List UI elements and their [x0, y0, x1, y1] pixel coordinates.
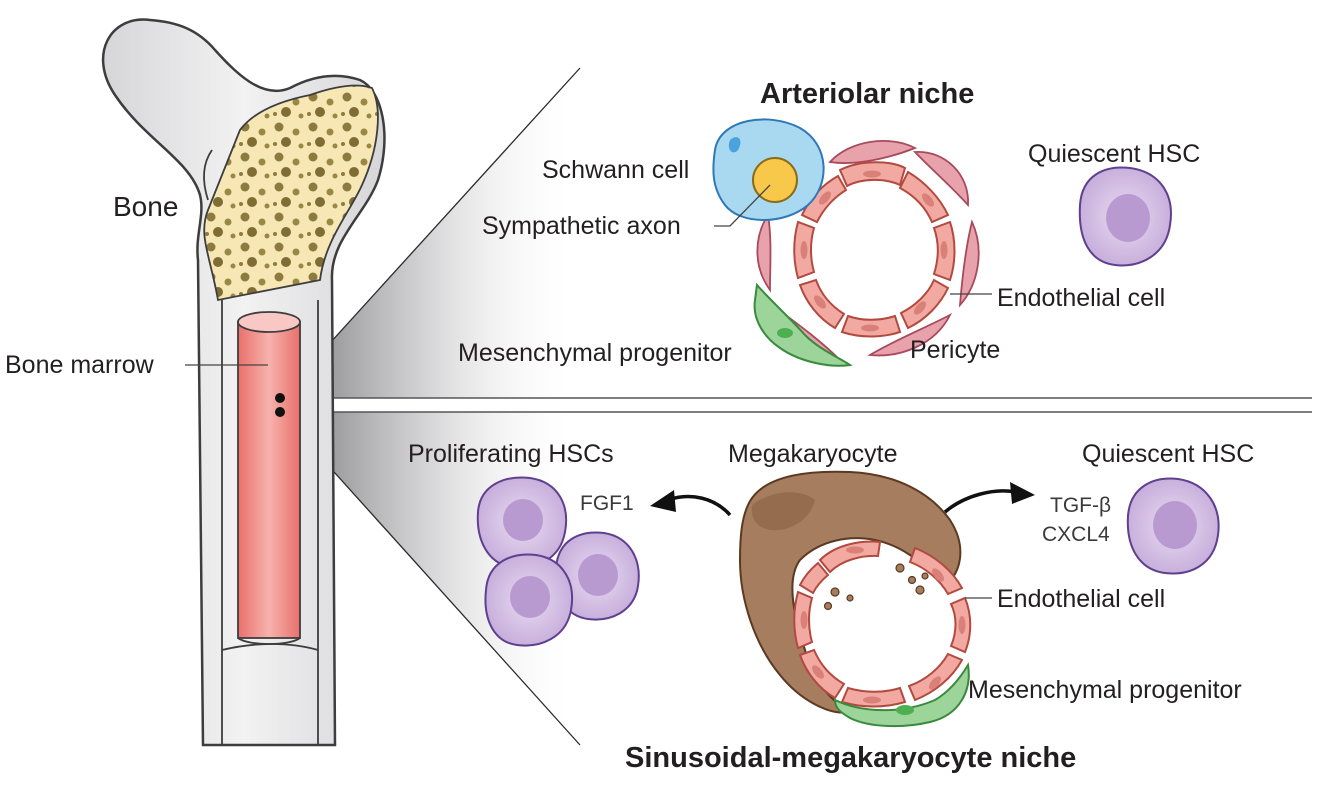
label-sympathetic-axon: Sympathetic axon	[482, 212, 681, 240]
marrow-point-sinusoidal	[275, 407, 285, 417]
label-pericyte: Pericyte	[910, 336, 1000, 364]
arteriole	[756, 140, 980, 362]
arrow-fgf1	[650, 490, 732, 517]
label-cxcl4: CXCL4	[1042, 523, 1110, 546]
proliferating-hsc	[554, 531, 640, 621]
label-proliferating-hscs: Proliferating HSCs	[408, 440, 614, 468]
megakaryocyte	[738, 470, 962, 714]
label-endothelial-cell-bottom: Endothelial cell	[997, 585, 1165, 613]
label-tgf-beta: TGF-β	[1050, 494, 1111, 517]
arrow-tgf-beta	[943, 482, 1035, 514]
title-arteriolar-niche: Arteriolar niche	[760, 78, 974, 110]
leader-sympathetic-axon	[714, 184, 771, 227]
proliferating-hsc	[476, 476, 567, 569]
proliferating-hsc-cluster	[476, 476, 640, 647]
label-megakaryocyte: Megakaryocyte	[728, 440, 898, 468]
label-bone: Bone	[113, 191, 178, 222]
sinusoid	[793, 540, 972, 708]
quiescent-hsc-top	[1078, 166, 1172, 267]
quiescent-hsc-bottom	[1126, 477, 1220, 575]
schwann-cell	[712, 118, 825, 221]
label-bone-marrow: Bone marrow	[5, 351, 155, 379]
marrow-point-arteriolar	[275, 393, 285, 403]
label-quiescent-hsc-top: Quiescent HSC	[1028, 140, 1200, 168]
title-sinusoidal-niche: Sinusoidal-megakaryocyte niche	[625, 742, 1076, 774]
label-mesenchymal-progenitor-top: Mesenchymal progenitor	[458, 339, 732, 367]
label-schwann-cell: Schwann cell	[542, 156, 689, 184]
label-fgf1: FGF1	[580, 492, 634, 515]
bone-marrow-cylinder	[237, 311, 301, 645]
label-quiescent-hsc-bottom: Quiescent HSC	[1082, 440, 1254, 468]
mesenchymal-progenitor-top	[753, 282, 853, 367]
proliferating-hsc	[484, 553, 573, 647]
label-endothelial-cell-top: Endothelial cell	[997, 284, 1165, 312]
label-mesenchymal-progenitor-bottom: Mesenchymal progenitor	[968, 676, 1242, 704]
